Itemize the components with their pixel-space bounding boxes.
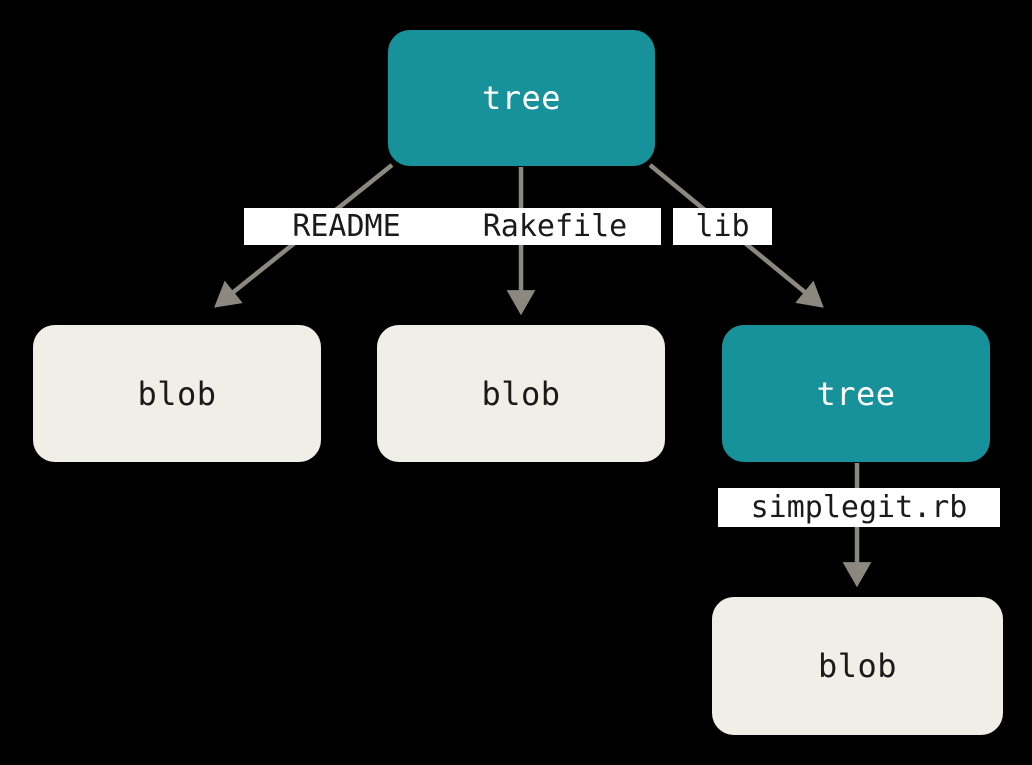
node-label: tree [816,374,896,413]
node-blob-rakefile[interactable]: blob [377,325,665,462]
edge-label-readme: README [244,208,449,245]
node-label: blob [137,374,217,413]
node-label: tree [481,79,562,117]
edge-label-lib: lib [673,208,772,245]
node-tree-root[interactable]: tree [388,30,655,166]
node-tree-lib[interactable]: tree [722,325,990,462]
node-blob-readme[interactable]: blob [33,325,321,462]
node-label: blob [817,647,898,685]
edge-label-simplegit: simplegit.rb [718,488,1000,527]
edge-label-rakefile: Rakefile [449,208,661,245]
node-label: blob [481,374,561,413]
node-blob-simplegit[interactable]: blob [712,597,1003,735]
